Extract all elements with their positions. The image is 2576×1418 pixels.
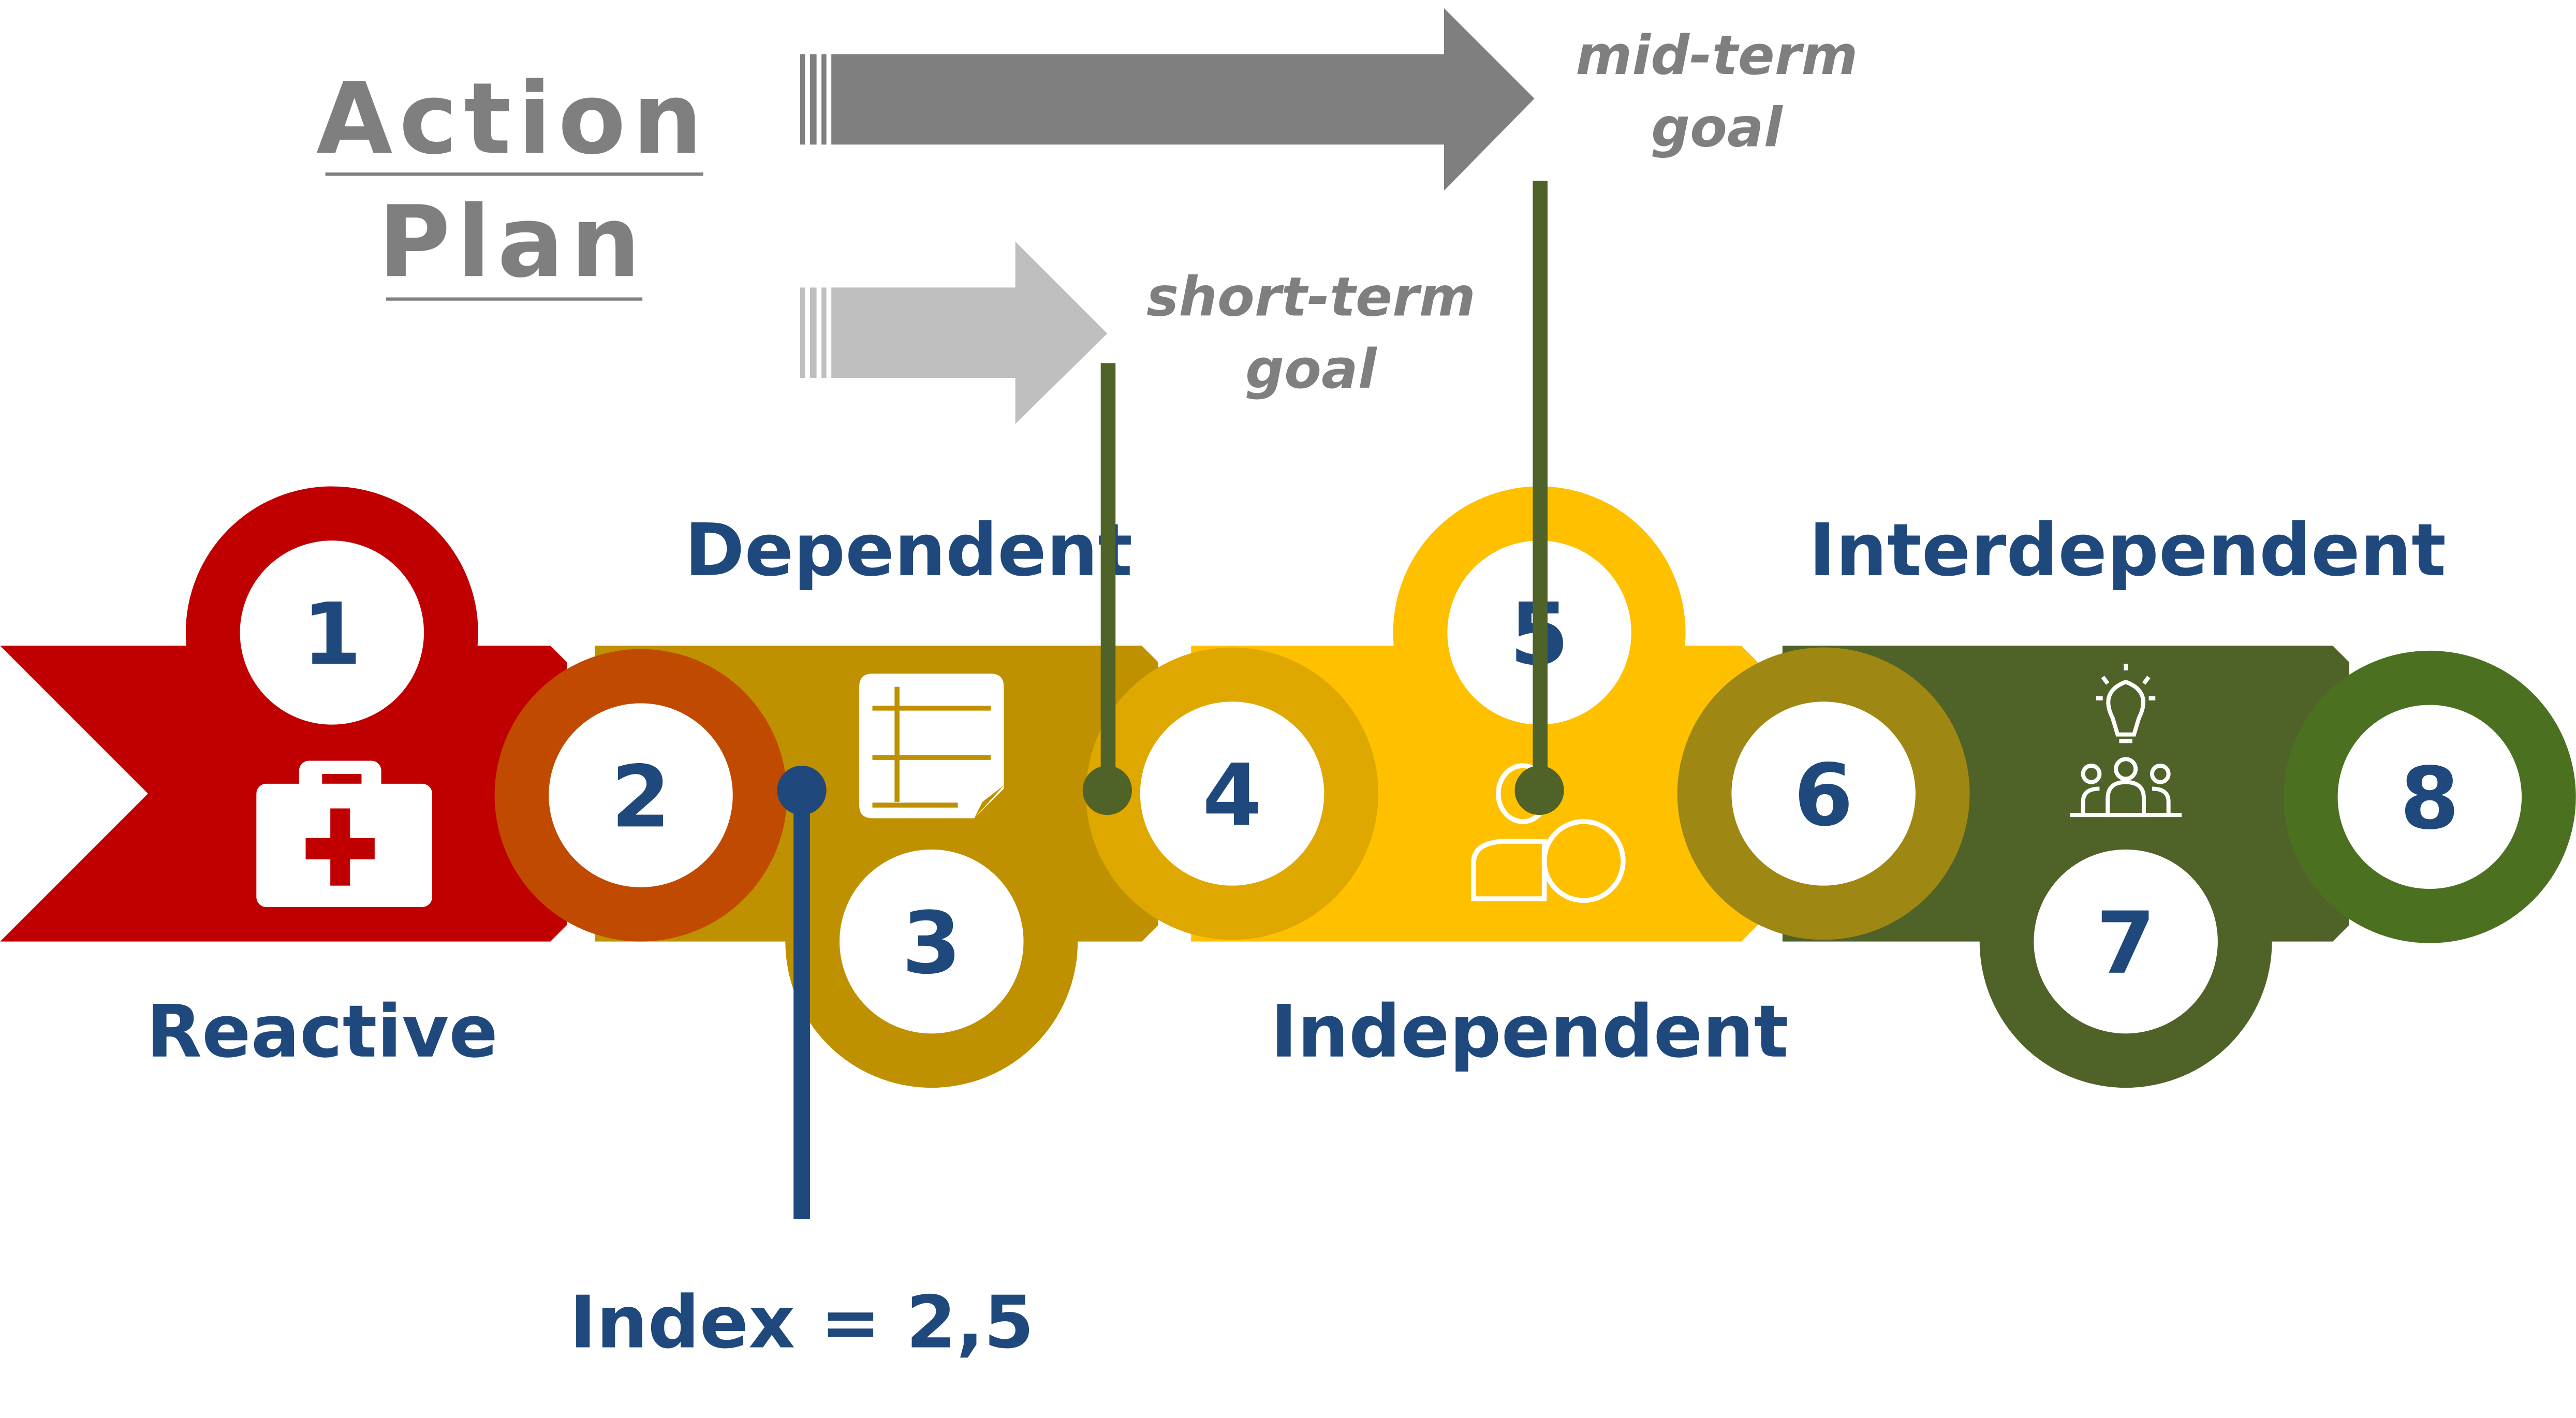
title-plan: Plan [378, 184, 647, 299]
step-number-1: 1 [302, 584, 362, 684]
first-aid-kit-icon [256, 761, 432, 907]
current-index-marker [777, 765, 827, 1219]
title-action: Action [316, 61, 709, 176]
stage-label-reactive: Reactive [146, 989, 498, 1074]
step-number-3: 3 [902, 894, 961, 993]
short-term-arrow [800, 241, 1108, 424]
step-number-6: 6 [1794, 745, 1853, 845]
mid-term-goal-marker [1514, 181, 1564, 815]
mid-term-label: mid-term [1576, 24, 1858, 87]
team-idea-icon [2070, 664, 2182, 817]
step-number-2: 2 [611, 747, 671, 846]
short-term-goal-marker [1082, 363, 1132, 815]
stage-label-independent: Independent [1271, 989, 1789, 1074]
stage-label-interdependent: Interdependent [1809, 508, 2446, 592]
mid-term-goal-label: goal [1651, 96, 1784, 159]
stage-label-dependent: Dependent [685, 508, 1132, 592]
short-term-goal-label: goal [1245, 338, 1378, 401]
index-label: Index = 2,5 [569, 1280, 1034, 1365]
mid-term-arrow [800, 8, 1535, 191]
short-term-label: short-term [1146, 265, 1476, 328]
document-list-icon [859, 674, 1004, 818]
step-number-7: 7 [2096, 894, 2156, 993]
step-number-4: 4 [1202, 745, 1262, 845]
step-number-8: 8 [2400, 749, 2460, 849]
